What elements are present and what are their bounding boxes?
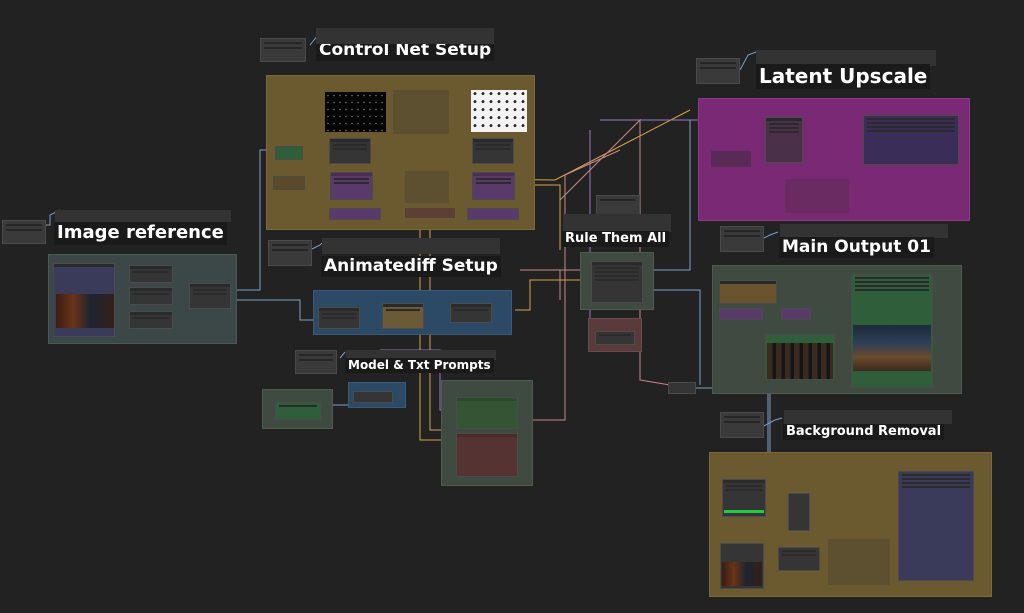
upscale-latent-node[interactable] — [765, 117, 803, 163]
negative-prompt-node[interactable] — [456, 433, 518, 477]
rule-them-all-title-backdrop — [563, 214, 671, 232]
video-combine-settings-node[interactable] — [719, 280, 777, 304]
control-net-loader-node-2[interactable] — [472, 138, 514, 164]
upscale-preview-node[interactable] — [863, 115, 959, 165]
control-net-input-node[interactable] — [273, 176, 305, 190]
text-prompts-group[interactable] — [441, 380, 533, 486]
animatediff-context-node[interactable] — [382, 303, 424, 329]
output-reroute-node[interactable] — [668, 382, 696, 394]
image-resize-node[interactable] — [129, 265, 173, 283]
prompts-title-backdrop — [346, 350, 496, 360]
model-loader-group[interactable] — [262, 389, 333, 429]
pose-preview-image — [325, 92, 386, 132]
frames-preview-image — [767, 343, 833, 379]
ksampler-node[interactable] — [591, 261, 643, 303]
animatediff-loader-node[interactable] — [318, 307, 360, 329]
rule-them-all-group[interactable] — [580, 252, 654, 310]
upscale-vae-node[interactable] — [711, 151, 751, 167]
output-video-preview — [853, 325, 931, 371]
positive-prompt-node[interactable] — [456, 397, 518, 429]
video-output-node[interactable] — [851, 274, 933, 388]
bg-source-image — [722, 562, 762, 586]
background-removal-title-backdrop — [784, 410, 952, 424]
image-reference-title: Image reference — [54, 222, 227, 245]
control-net-output-node[interactable] — [329, 208, 381, 220]
control-net-loader-node[interactable] — [329, 138, 371, 164]
background-removal-group[interactable] — [709, 452, 992, 597]
lora-group[interactable] — [348, 382, 406, 408]
model-prompts-title: Model & Txt Prompts — [345, 358, 494, 373]
rule-them-all-reroute-node[interactable] — [596, 195, 640, 215]
load-image-node[interactable] — [53, 263, 115, 337]
apply-controlnet-node-2[interactable] — [472, 172, 515, 200]
output-purple-node-2[interactable] — [781, 308, 811, 320]
apply-controlnet-node[interactable] — [330, 172, 373, 200]
main-output-group[interactable] — [712, 265, 962, 394]
background-removal-reroute-node[interactable] — [720, 412, 764, 438]
bg-mid-node[interactable] — [828, 539, 890, 585]
main-output-title: Main Output 01 — [779, 237, 934, 259]
control-net-setup-title: Control Net Setup — [316, 40, 495, 62]
animatediff-group[interactable] — [313, 290, 512, 335]
control-net-reroute-node[interactable] — [260, 38, 306, 62]
bg-source-node[interactable] — [720, 543, 764, 589]
reference-image-preview — [56, 294, 114, 328]
bg-composite-node[interactable] — [778, 547, 820, 571]
main-output-reroute-node[interactable] — [720, 226, 764, 252]
rembg-node[interactable] — [722, 479, 766, 517]
background-removal-title: Background Removal — [783, 424, 945, 441]
control-net-title-backdrop — [316, 28, 494, 44]
depth-preview-image — [471, 90, 527, 132]
animatediff-reroute-node[interactable] — [268, 240, 312, 266]
latent-upscale-group[interactable] — [698, 98, 970, 221]
control-net-mid-bar[interactable] — [405, 208, 455, 218]
animatediff-title-backdrop — [322, 238, 500, 254]
upscale-sampler-node[interactable] — [785, 179, 849, 213]
animatediff-motion-node[interactable] — [450, 303, 492, 323]
prompts-reroute-node[interactable] — [295, 350, 337, 374]
main-output-title-backdrop — [780, 224, 948, 238]
control-net-strength-node[interactable] — [275, 146, 303, 160]
control-net-output-node-2[interactable] — [467, 208, 519, 220]
progress-bar — [724, 510, 764, 513]
image-batch-node[interactable] — [189, 283, 231, 309]
rule-them-all-title: Rule Them All — [562, 231, 670, 248]
latent-upscale-reroute-node[interactable] — [696, 58, 740, 84]
animatediff-setup-title: Animatediff Setup — [321, 256, 501, 278]
control-net-preprocessor[interactable] — [405, 171, 449, 203]
image-crop-node[interactable] — [129, 311, 173, 329]
mask-node[interactable] — [788, 493, 810, 531]
output-purple-node[interactable] — [719, 308, 763, 320]
latent-upscale-title: Latent Upscale — [756, 64, 931, 89]
lora-loader-node[interactable] — [353, 391, 393, 403]
vae-decode-node[interactable] — [595, 331, 635, 345]
bg-result-preview-node[interactable] — [898, 471, 974, 581]
control-net-group[interactable] — [266, 75, 535, 230]
control-net-node-mid[interactable] — [393, 90, 449, 134]
frames-preview-node[interactable] — [765, 334, 835, 380]
checkpoint-loader-node[interactable] — [275, 402, 321, 420]
image-reference-reroute-node[interactable] — [2, 220, 46, 244]
image-reference-group[interactable] — [48, 254, 237, 344]
image-reference-title-backdrop — [55, 210, 231, 222]
rule-them-all-vae-group[interactable] — [588, 318, 642, 352]
latent-upscale-title-backdrop — [756, 50, 936, 66]
image-scale-node[interactable] — [129, 287, 173, 305]
